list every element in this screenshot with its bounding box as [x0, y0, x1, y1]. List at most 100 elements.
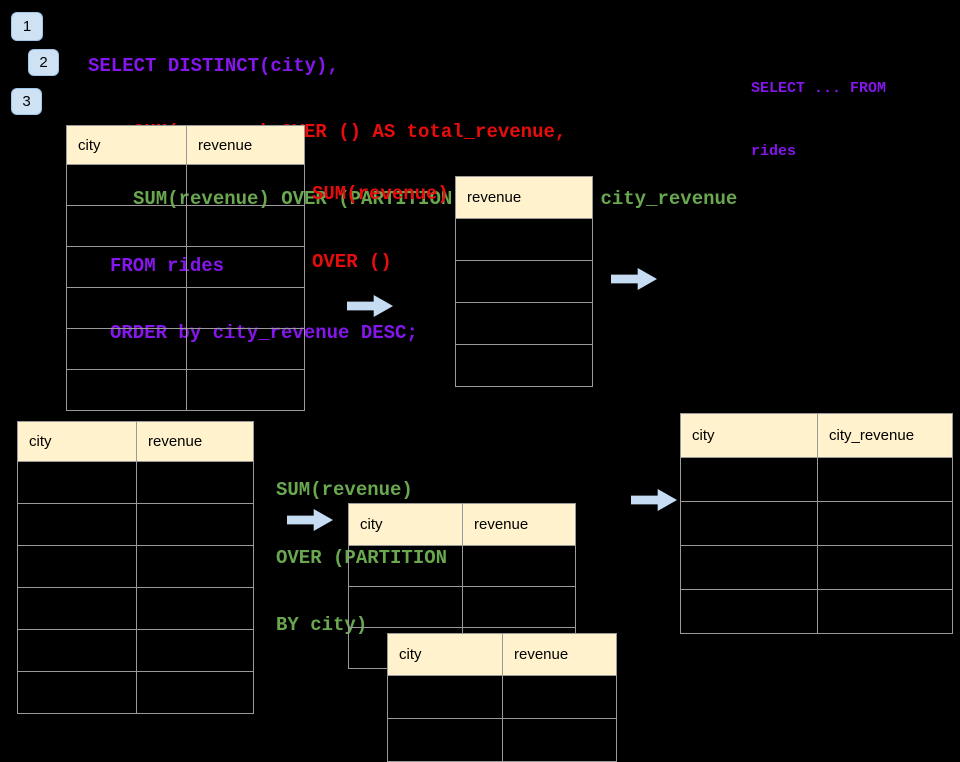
empty-cell	[186, 287, 305, 329]
empty-cell	[387, 675, 503, 719]
side-note-line-1: SELECT ... FROM	[751, 80, 887, 97]
table-row	[455, 260, 593, 303]
empty-cell	[348, 586, 463, 628]
empty-cell	[66, 164, 187, 206]
step-badge-2: 2	[28, 49, 59, 76]
empty-cell	[680, 501, 818, 546]
partition-annotation-line-1: SUM(revenue)	[276, 479, 413, 501]
table-row	[680, 501, 953, 546]
column-header-city: city	[66, 125, 187, 165]
arrow-right-icon	[631, 489, 677, 511]
empty-cell	[502, 718, 617, 762]
table-row	[387, 718, 617, 762]
total-annotation-line-1: SUM(revenue)	[312, 183, 449, 205]
column-header-revenue: revenue	[136, 421, 254, 462]
table-row	[680, 457, 953, 502]
empty-cell	[66, 328, 187, 370]
header-row: city revenue	[387, 633, 617, 676]
table-row	[680, 545, 953, 590]
table-row	[17, 587, 254, 630]
empty-cell	[17, 587, 137, 630]
empty-cell	[17, 629, 137, 672]
column-header-city: city	[387, 633, 503, 676]
step-badge-1-label: 1	[22, 18, 32, 35]
step-badge-2-label: 2	[39, 54, 48, 71]
empty-cell	[502, 675, 617, 719]
total-revenue-annotation: SUM(revenue) OVER ()	[312, 138, 449, 296]
step-badge-1: 1	[11, 12, 43, 41]
empty-cell	[680, 545, 818, 590]
table-rides-top: city revenue	[66, 125, 305, 411]
table-row	[680, 589, 953, 634]
empty-cell	[348, 545, 463, 587]
column-header-revenue: revenue	[502, 633, 617, 676]
empty-cell	[680, 589, 818, 634]
empty-cell	[136, 461, 254, 504]
table-row	[17, 671, 254, 714]
table-row	[66, 328, 305, 370]
empty-cell	[817, 545, 953, 590]
empty-cell	[455, 260, 593, 303]
table-row	[17, 503, 254, 546]
empty-cell	[462, 586, 576, 628]
column-header-city: city	[680, 413, 818, 458]
column-header-revenue: revenue	[462, 503, 576, 546]
total-annotation-line-2: OVER ()	[312, 250, 392, 273]
empty-cell	[17, 461, 137, 504]
side-note-line-2: rides	[751, 143, 797, 160]
empty-cell	[66, 287, 187, 329]
empty-cell	[186, 369, 305, 411]
column-header-city: city	[17, 421, 137, 462]
empty-cell	[186, 205, 305, 247]
empty-cell	[136, 545, 254, 588]
table-row	[387, 675, 617, 719]
table-row	[66, 205, 305, 247]
empty-cell	[136, 587, 254, 630]
empty-cell	[817, 457, 953, 502]
table-result: city city_revenue	[680, 413, 953, 634]
sql-line-select: SELECT DISTINCT(city),	[88, 54, 339, 77]
empty-cell	[387, 718, 503, 762]
table-row	[66, 164, 305, 206]
table-row	[17, 545, 254, 588]
table-row	[455, 344, 593, 387]
header-row: city city_revenue	[680, 413, 953, 458]
empty-cell	[17, 545, 137, 588]
side-note: SELECT ... FROM rides	[751, 36, 886, 183]
empty-cell	[136, 671, 254, 714]
column-header-revenue: revenue	[186, 125, 305, 165]
table-row	[455, 302, 593, 345]
step-badge-3-label: 3	[22, 93, 31, 110]
table-total-revenue: revenue	[455, 176, 593, 387]
table-row	[17, 629, 254, 672]
empty-cell	[455, 218, 593, 261]
table-rides-bottom: city revenue	[17, 421, 254, 714]
header-row: revenue	[455, 176, 593, 219]
empty-cell	[186, 164, 305, 206]
empty-cell	[17, 503, 137, 546]
table-row	[66, 246, 305, 288]
empty-cell	[455, 302, 593, 345]
header-row: city revenue	[348, 503, 576, 546]
empty-cell	[136, 503, 254, 546]
empty-cell	[66, 369, 187, 411]
table-row	[455, 218, 593, 261]
column-header-city-revenue: city_revenue	[817, 413, 953, 458]
empty-cell	[136, 629, 254, 672]
step-badge-3: 3	[11, 88, 42, 115]
table-row	[348, 586, 576, 628]
column-header-revenue: revenue	[455, 176, 593, 219]
column-header-city: city	[348, 503, 463, 546]
empty-cell	[186, 246, 305, 288]
header-row: city revenue	[17, 421, 254, 462]
header-row: city revenue	[66, 125, 305, 165]
empty-cell	[680, 457, 818, 502]
empty-cell	[17, 671, 137, 714]
empty-cell	[455, 344, 593, 387]
empty-cell	[817, 501, 953, 546]
table-row	[66, 287, 305, 329]
empty-cell	[817, 589, 953, 634]
table-partition-back: city revenue	[387, 633, 617, 762]
table-row	[348, 545, 576, 587]
empty-cell	[66, 205, 187, 247]
